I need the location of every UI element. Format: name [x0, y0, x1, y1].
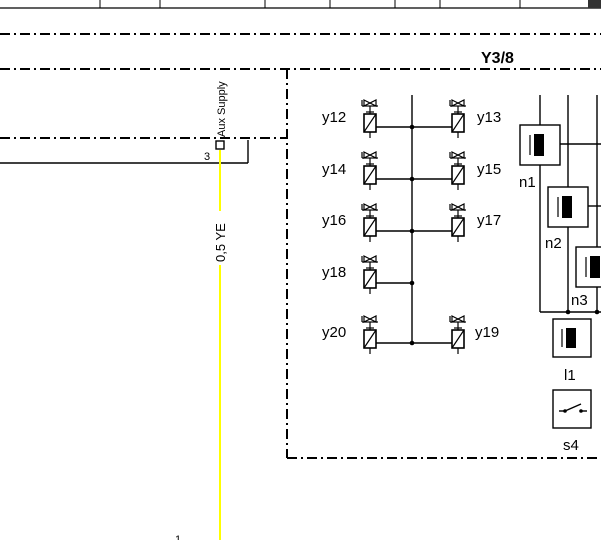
label-y16: y16 — [322, 212, 346, 229]
label-n2: n2 — [545, 235, 562, 252]
component-n2 — [547, 186, 589, 228]
connector-pin-number: 3 — [204, 151, 210, 163]
label-y20: y20 — [322, 324, 346, 341]
label-n3: n3 — [571, 292, 588, 309]
component-l1 — [552, 318, 592, 358]
label-y15: y15 — [477, 161, 501, 178]
wire-label: 0,5 YE — [213, 223, 228, 262]
valve-y12 — [361, 99, 379, 139]
valve-y18 — [361, 255, 379, 295]
label-y13: y13 — [477, 109, 501, 126]
valve-y15 — [449, 151, 467, 191]
label-s4: s4 — [563, 437, 579, 454]
label-y12: y12 — [322, 109, 346, 126]
label-y19: y19 — [475, 324, 499, 341]
component-n1 — [519, 124, 561, 166]
label-l1: l1 — [564, 367, 576, 384]
component-n3 — [575, 246, 601, 288]
label-y14: y14 — [322, 161, 346, 178]
bottom-mark: 1 — [175, 534, 181, 540]
connector-pin — [215, 140, 225, 150]
valve-y17 — [449, 203, 467, 243]
corner-marker — [588, 0, 601, 8]
label-y17: y17 — [477, 212, 501, 229]
valve-y19 — [449, 315, 467, 355]
label-y18: y18 — [322, 264, 346, 281]
valve-y20 — [361, 315, 379, 355]
module-title: Y3/8 — [481, 50, 514, 67]
component-s4 — [552, 389, 592, 429]
label-n1: n1 — [519, 174, 536, 191]
connector-label: Aux Supply — [216, 81, 228, 137]
valve-y13 — [449, 99, 467, 139]
valve-y14 — [361, 151, 379, 191]
valve-y16 — [361, 203, 379, 243]
